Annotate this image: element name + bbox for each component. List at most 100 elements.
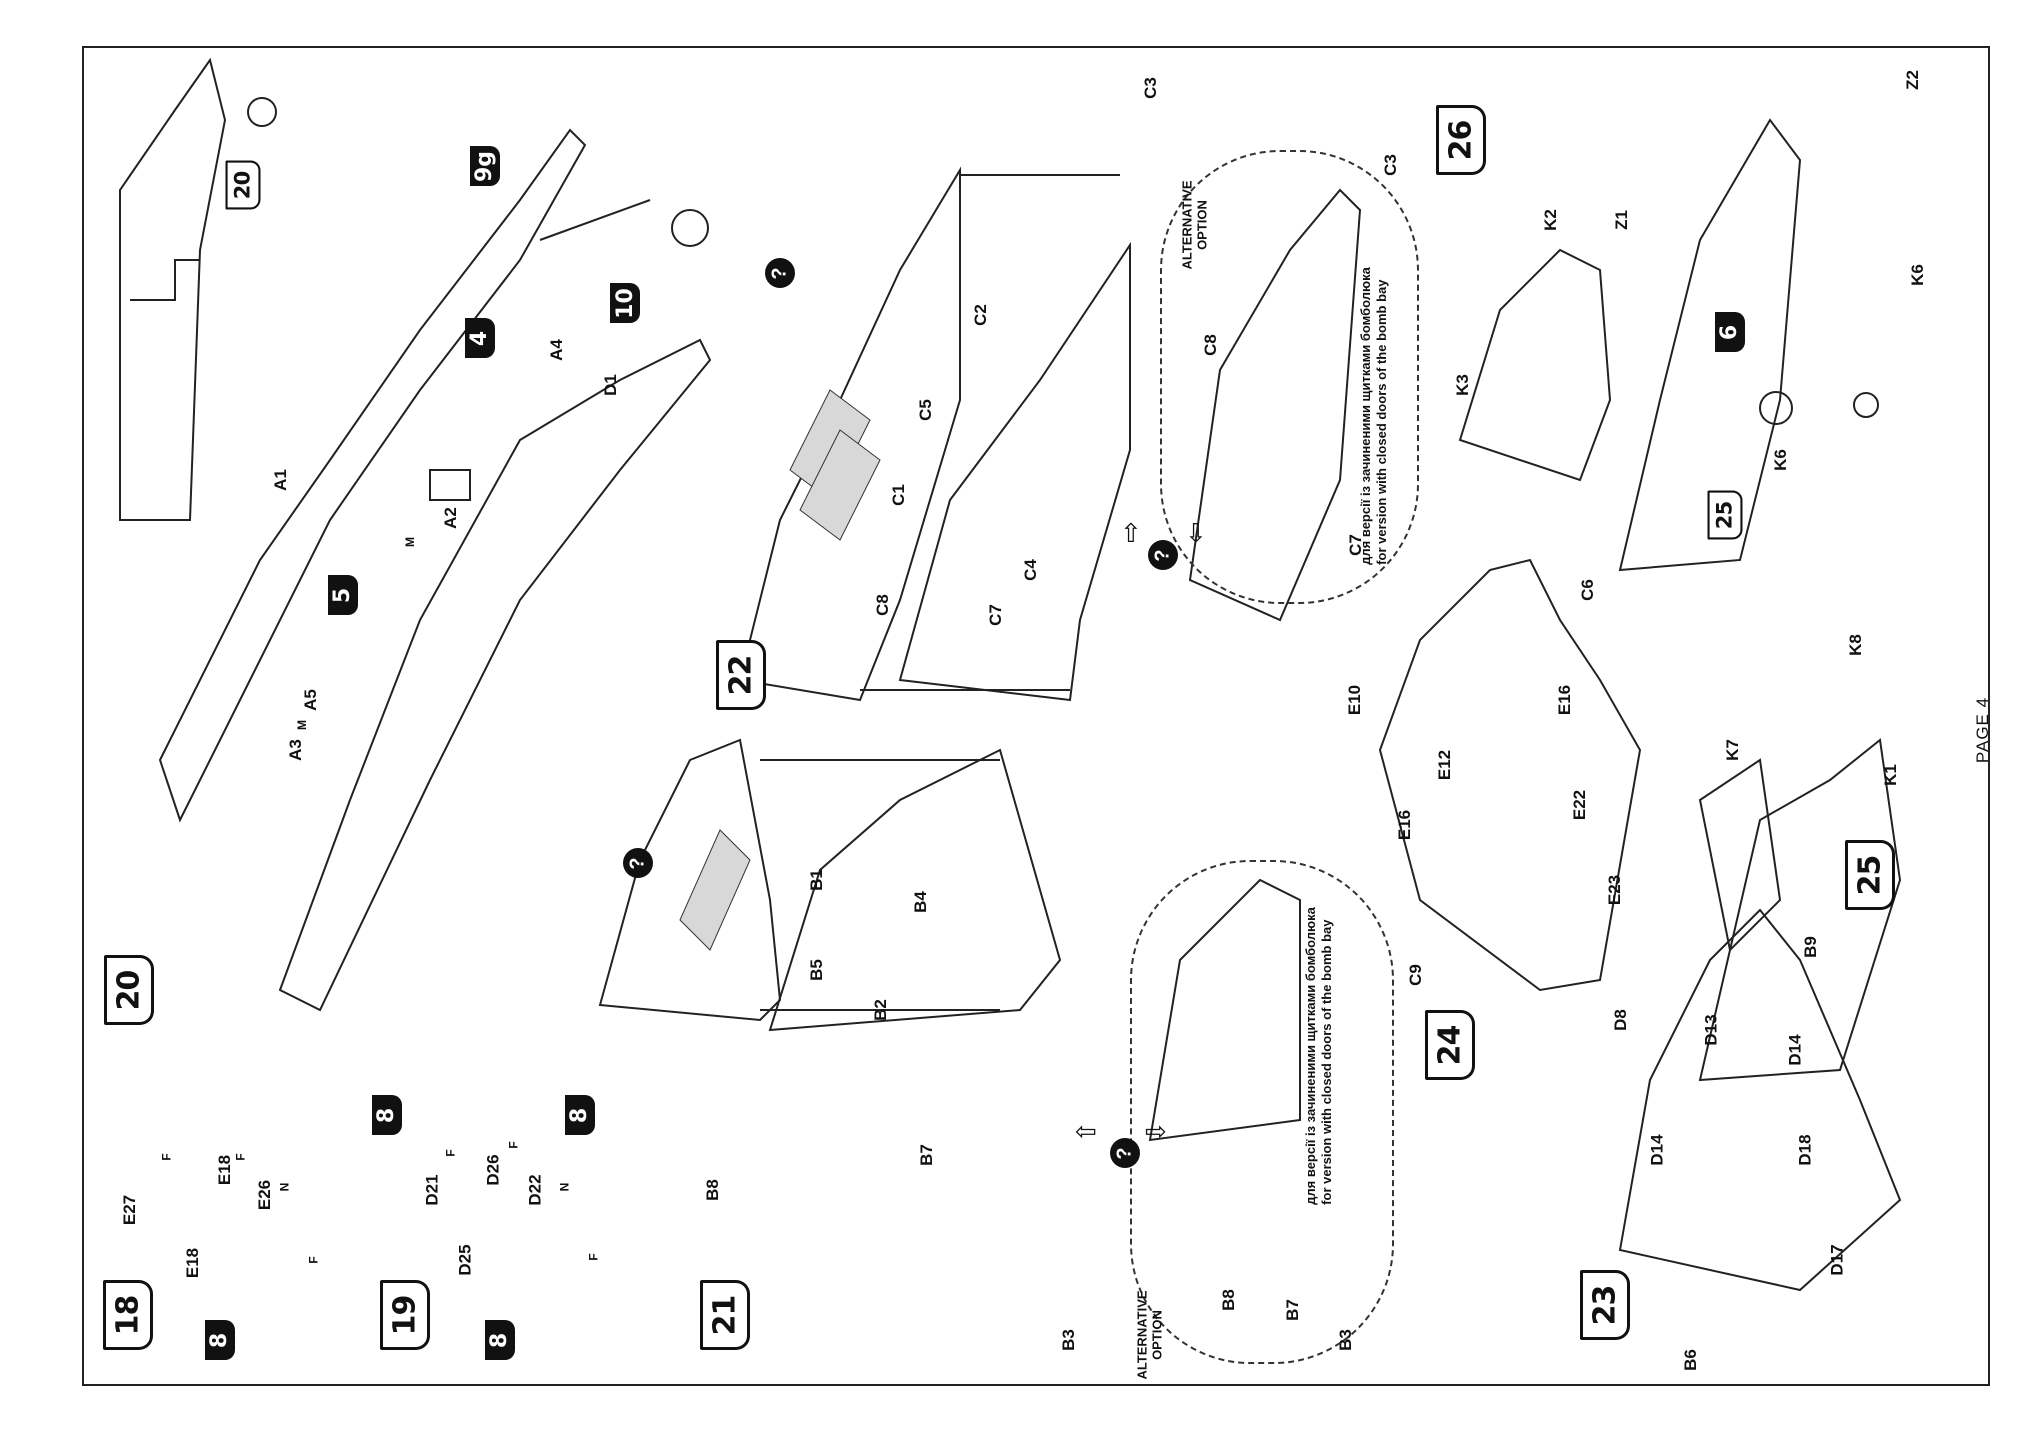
wing-k1	[1618, 118, 1802, 572]
marker-text: ?	[1113, 1146, 1136, 1160]
step-number: 22	[723, 655, 759, 695]
step-number: 24	[1432, 1025, 1468, 1065]
step-20-small-badge: 20	[225, 160, 261, 210]
step-24-badge: 24	[1425, 1010, 1475, 1080]
step-number: 25	[1712, 501, 1738, 529]
part-label: D26	[483, 1154, 503, 1186]
nacelle-b6	[1618, 908, 1902, 1292]
part-label: F	[506, 1141, 521, 1149]
note-english: for version with closed doors of the bom…	[1318, 919, 1334, 1205]
step-25-small-badge: 25	[1707, 490, 1743, 540]
step-number: 25	[1852, 855, 1888, 895]
part-label: Z2	[1902, 70, 1922, 90]
ref-step-8-badge: 8	[565, 1095, 595, 1135]
part-label: A1	[270, 469, 290, 491]
fuselage-side-view	[119, 57, 227, 521]
part-label: B2	[870, 999, 890, 1021]
part-label: A5	[300, 689, 320, 711]
ref-step-8-badge: 8	[372, 1095, 402, 1135]
ref-step-8-badge: 8	[485, 1320, 515, 1360]
part-label: K8	[1845, 634, 1865, 656]
part-label: K1	[1880, 764, 1900, 786]
note-ukrainian: для версії із зачиненими щитками бомболю…	[1357, 267, 1373, 565]
part-label: E27	[120, 1194, 140, 1226]
part-label: C4	[1020, 559, 1040, 581]
part-label: E16	[1395, 809, 1415, 841]
part-label: A3	[285, 739, 305, 761]
part-label: D21	[422, 1174, 442, 1206]
marker-text: ?	[626, 856, 649, 870]
step-number: 20	[111, 970, 147, 1010]
part-label: M	[403, 537, 417, 547]
option-marker-icon: ?	[1110, 1138, 1140, 1168]
bomb-bay-panel-b7	[768, 748, 1062, 1032]
part-label: C2	[970, 304, 990, 326]
option-marker-icon: ?	[765, 258, 795, 288]
wing-k7	[1698, 758, 1782, 953]
step-number: 20	[230, 171, 256, 199]
step-21-badge: 21	[700, 1280, 750, 1350]
part-label: C6	[1577, 579, 1597, 601]
part-label: D14	[1647, 1134, 1667, 1166]
step-number: 18	[110, 1295, 146, 1335]
marker-text: ?	[768, 266, 791, 280]
part-label: C3	[1380, 154, 1400, 176]
marker-text: ?	[1151, 548, 1174, 562]
ref-number: 9g	[472, 150, 498, 182]
part-label: E26	[255, 1179, 275, 1211]
ref-number: 10	[612, 287, 638, 319]
step-number: 26	[1443, 120, 1479, 160]
part-label: B6	[1680, 1349, 1700, 1371]
part-label: C9	[1405, 964, 1425, 986]
step-number: 21	[707, 1295, 743, 1335]
part-label: C7	[985, 604, 1005, 626]
ref-number: 5	[330, 587, 356, 603]
part-label: A2	[440, 507, 460, 529]
ref-number: 4	[467, 330, 493, 346]
wing-k8	[1698, 738, 1902, 1082]
page-number: PAGE 4	[1973, 696, 1993, 764]
ref-number: 6	[1717, 324, 1743, 340]
part-label: C8	[872, 594, 892, 616]
alternative-option-box-step-22	[1160, 150, 1419, 604]
step-18-badge: 18	[103, 1280, 153, 1350]
part-label: D14	[1785, 1034, 1805, 1066]
part-label: D13	[1701, 1014, 1721, 1046]
part-label: N	[277, 1182, 292, 1192]
part-label: E18	[183, 1247, 203, 1279]
part-label: D17	[1827, 1244, 1847, 1276]
part-label: K6	[1770, 449, 1790, 471]
part-label: D25	[455, 1244, 475, 1276]
part-label: B8	[702, 1179, 722, 1201]
part-label: B1	[806, 869, 826, 891]
part-label: D22	[525, 1174, 545, 1206]
arrow-left-icon: ⇧	[1120, 518, 1142, 548]
ref-number: 8	[374, 1107, 400, 1123]
part-label: K3	[1452, 374, 1472, 396]
fuselage-half	[158, 128, 587, 823]
part-label: B4	[910, 891, 930, 913]
part-label: M	[295, 720, 309, 730]
note-english: for version with closed doors of the bom…	[1373, 279, 1389, 565]
alternative-option-note: для версії із зачиненими щитками бомболю…	[1358, 267, 1390, 565]
part-label: E18	[215, 1154, 235, 1186]
part-label: K6	[1907, 264, 1927, 286]
part-label: B5	[806, 959, 826, 981]
ref-step-4-badge: 4	[465, 318, 495, 358]
alternative-option-note: для версії із зачиненими щитками бомболю…	[1303, 907, 1335, 1205]
option-marker-icon: ?	[623, 848, 653, 878]
part-label: C3	[1140, 77, 1160, 99]
bomb-bay-panel-c7	[898, 241, 1131, 702]
part-label: B7	[916, 1144, 936, 1166]
part-label: F	[233, 1153, 248, 1161]
step-number: 19	[387, 1295, 423, 1335]
part-label: Z1	[1611, 210, 1631, 230]
ref-step-5-badge: 5	[328, 575, 358, 615]
part-label: D1	[600, 374, 620, 396]
part-label: E10	[1345, 684, 1365, 716]
bomb-bay-panel-b8	[598, 738, 782, 1022]
ref-step-8-badge: 8	[205, 1320, 235, 1360]
arrow-right-icon: ⇨	[1145, 1116, 1167, 1146]
step-22-badge: 22	[716, 640, 766, 710]
part-label: K7	[1722, 739, 1742, 761]
